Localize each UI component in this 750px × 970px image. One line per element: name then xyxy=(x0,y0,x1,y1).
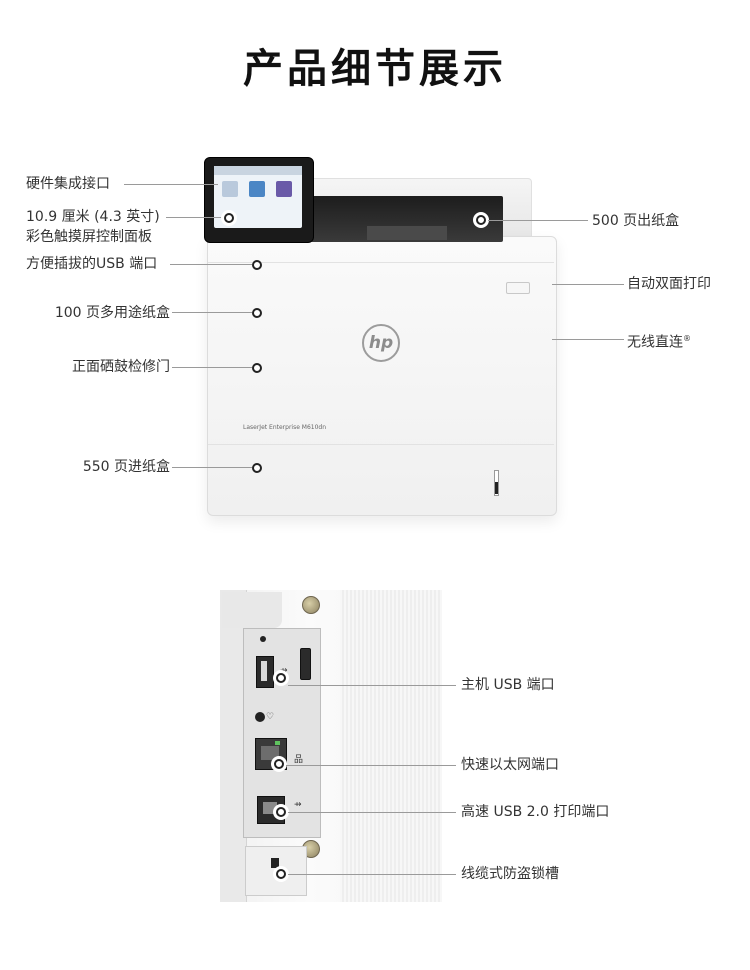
label-wireless: 无线直连® xyxy=(627,330,691,352)
ethernet-led xyxy=(275,741,280,745)
leader-line xyxy=(288,812,456,813)
leader-line xyxy=(172,312,252,313)
leader-line xyxy=(172,367,252,368)
paper-level-fill xyxy=(495,482,498,494)
label-host-usb: 主机 USB 端口 xyxy=(461,677,555,693)
door-release-button xyxy=(506,282,530,294)
audio-jack xyxy=(255,712,265,722)
label-wireless-text: 无线直连 xyxy=(627,334,683,351)
hotspot-dot xyxy=(252,260,262,270)
hotspot-dot xyxy=(252,308,262,318)
printer-body xyxy=(207,236,557,516)
page-title: 产品细节展示 xyxy=(243,46,507,92)
screen-tile-icon xyxy=(276,181,292,197)
touchscreen-status-bar xyxy=(214,166,302,175)
screw-icon xyxy=(302,596,320,614)
output-tray-extension xyxy=(367,226,447,240)
leader-line xyxy=(124,184,218,185)
screen-tile-icon xyxy=(222,181,238,197)
hotspot-dot xyxy=(276,807,286,817)
usb-icon: ⇸ xyxy=(280,666,288,676)
label-usb-print: 高速 USB 2.0 打印端口 xyxy=(461,804,610,820)
hotspot-dot xyxy=(252,463,262,473)
leader-line xyxy=(288,685,456,686)
label-multi-tray: 100 页多用途纸盒 xyxy=(54,305,170,321)
lock-indicator-icon: ♡ xyxy=(266,712,275,722)
hotspot-dot xyxy=(276,673,286,683)
leader-line xyxy=(286,765,456,766)
leader-line xyxy=(170,264,252,265)
label-duplex: 自动双面打印 xyxy=(627,276,711,292)
seam-tray xyxy=(208,444,554,445)
hotspot-dot xyxy=(252,363,262,373)
hotspot-dot xyxy=(276,869,286,879)
seam-top xyxy=(208,262,554,263)
label-front-door: 正面硒鼓检修门 xyxy=(72,359,170,375)
hotspot-dot xyxy=(274,759,284,769)
label-lock-slot: 线缆式防盗锁槽 xyxy=(461,866,559,882)
hotspot-dot xyxy=(476,215,486,225)
screen-tile-icon xyxy=(249,181,265,197)
usb-icon: ⇸ xyxy=(294,800,302,810)
rear-top-housing xyxy=(222,592,282,628)
card-slot xyxy=(300,648,311,680)
leader-line xyxy=(552,339,624,340)
leader-line xyxy=(166,217,224,218)
model-name: LaserJet Enterprise M610dn xyxy=(243,424,327,431)
ethernet-port-inner xyxy=(261,746,279,760)
hp-logo-icon: hp xyxy=(362,324,400,362)
indicator-hole xyxy=(260,636,266,642)
host-usb-port-inner xyxy=(261,661,267,681)
leader-line xyxy=(552,284,624,285)
leader-line xyxy=(172,467,252,468)
label-screen-line2: 彩色触摸屏控制面板 xyxy=(26,229,152,245)
hotspot-dot xyxy=(224,213,234,223)
usb-print-port-inner xyxy=(263,802,277,814)
network-icon: 品 xyxy=(294,755,304,765)
label-screen-line1: 10.9 厘米 (4.3 英寸) xyxy=(26,209,160,225)
rear-vent-stripes xyxy=(340,590,442,902)
label-usb-port: 方便插拔的USB 端口 xyxy=(26,256,158,272)
registered-mark: ® xyxy=(683,334,691,343)
leader-line xyxy=(288,874,456,875)
lock-slot xyxy=(271,858,279,868)
leader-line xyxy=(488,220,588,221)
label-input-tray: 550 页进纸盒 xyxy=(82,459,170,475)
label-output-bin: 500 页出纸盒 xyxy=(592,213,680,229)
rear-frame-edge xyxy=(220,590,247,902)
label-ethernet: 快速以太网端口 xyxy=(461,757,559,773)
label-interface: 硬件集成接口 xyxy=(26,176,110,192)
